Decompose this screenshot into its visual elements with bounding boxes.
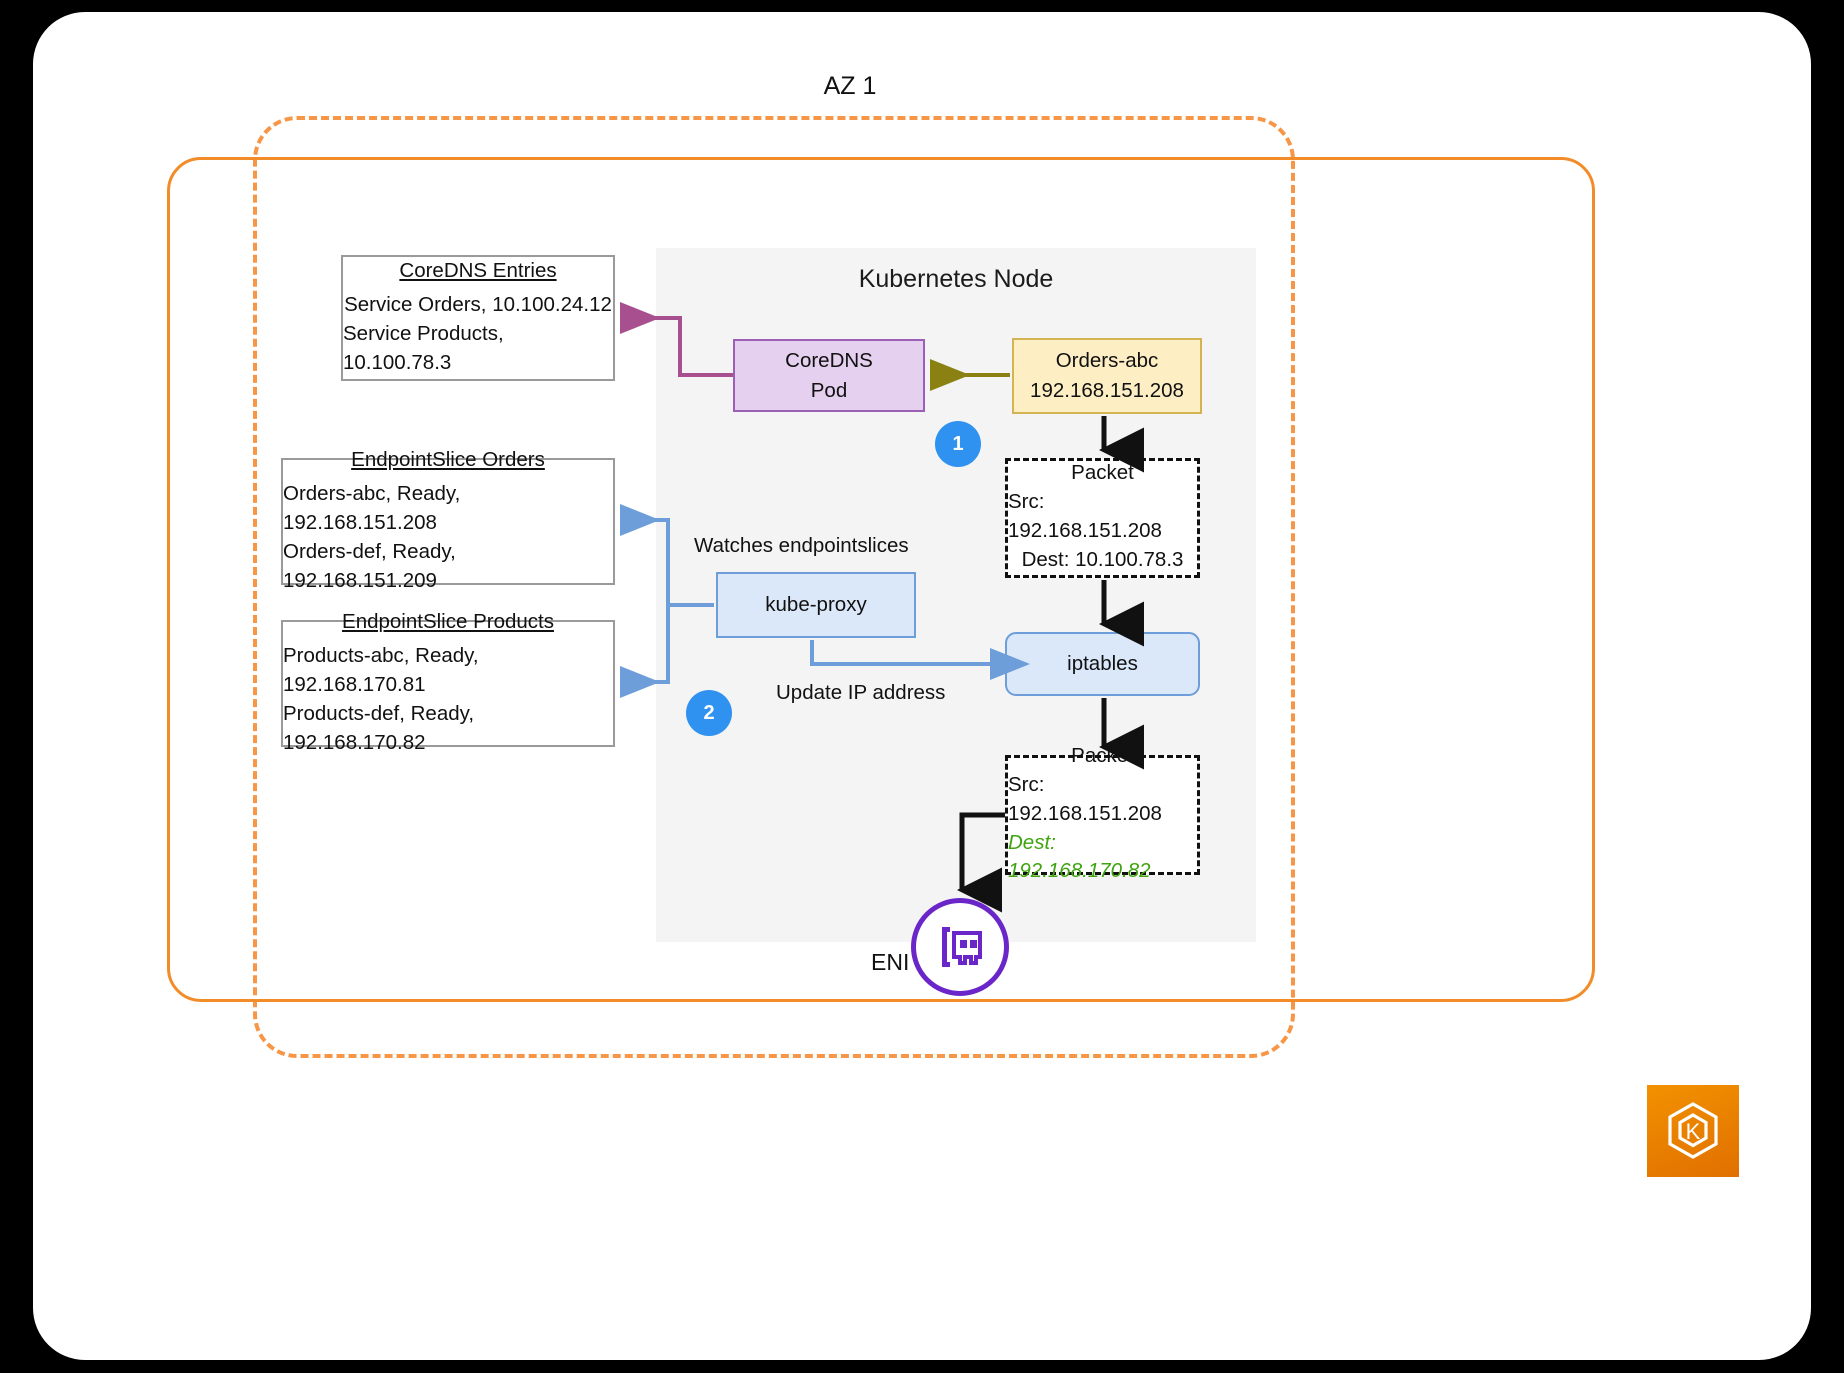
iptables-label: iptables — [1067, 652, 1138, 675]
update-ip-address-label: Update IP address — [776, 681, 946, 704]
endpointslice-products-title: EndpointSlice Products — [342, 609, 554, 633]
endpointslice-products-line-2: Products-def, Ready, 192.168.170.82 — [283, 702, 475, 755]
coredns-entries-line-1: Service Orders, 10.100.24.12 — [344, 292, 612, 316]
iptables-box: iptables — [1005, 632, 1200, 696]
endpointslice-orders-line-2: Orders-def, Ready, 192.168.151.209 — [283, 540, 456, 593]
packet-before-dest: Dest: 10.100.78.3 — [1021, 547, 1184, 571]
coredns-entries-line-2: Service Products, 10.100.78.3 — [343, 321, 504, 375]
orders-abc-pod-name: Orders-abc — [1055, 349, 1159, 373]
endpointslice-products-box: EndpointSlice Products Products-abc, Rea… — [281, 610, 615, 754]
availability-zone-boundary — [253, 116, 1295, 1058]
coredns-entries-title: CoreDNS Entries — [399, 258, 557, 282]
kubernetes-icon: K — [1668, 1102, 1718, 1159]
endpointslice-orders-box: EndpointSlice Orders Orders-abc, Ready, … — [281, 448, 615, 592]
vpc-boundary — [167, 157, 1595, 1002]
az-title: AZ 1 — [823, 72, 877, 100]
step-badge-1: 1 — [935, 421, 981, 467]
endpointslice-products-line-1: Products-abc, Ready, 192.168.170.81 — [283, 643, 479, 696]
eni-icon — [911, 898, 1009, 996]
packet-before-title: Packet — [1071, 461, 1134, 485]
orders-abc-pod-ip: 192.168.151.208 — [1030, 379, 1184, 402]
packet-before-src: Src: 192.168.151.208 — [1008, 490, 1162, 543]
endpointslice-orders-line-1: Orders-abc, Ready, 192.168.151.208 — [283, 481, 461, 534]
coredns-pod-box: CoreDNS Pod — [733, 339, 925, 412]
packet-after-nat-box: Packet Src: 192.168.151.208 Dest: 192.16… — [1005, 744, 1200, 882]
packet-after-title: Packet — [1071, 744, 1134, 768]
eni-label: ENI — [871, 949, 910, 975]
kubernetes-logo-badge: K — [1647, 1085, 1739, 1177]
kube-proxy-box: kube-proxy — [716, 572, 916, 638]
network-card-icon — [942, 927, 982, 967]
coredns-entries-box: CoreDNS Entries Service Orders, 10.100.2… — [341, 255, 615, 381]
step-badge-2: 2 — [686, 690, 732, 736]
kubernetes-node-title: Kubernetes Node — [858, 265, 1054, 293]
packet-after-dest: Dest: 192.168.170.82 — [1008, 830, 1151, 883]
endpointslice-orders-title: EndpointSlice Orders — [351, 447, 545, 471]
kubernetes-logo-letter: K — [1686, 1119, 1701, 1144]
watches-endpointslices-label: Watches endpointslices — [694, 534, 909, 557]
coredns-pod-line-2: Pod — [810, 378, 848, 402]
packet-before-nat-box: Packet Src: 192.168.151.208 Dest: 10.100… — [1005, 458, 1200, 578]
packet-after-src: Src: 192.168.151.208 — [1008, 773, 1162, 825]
orders-abc-pod-box: Orders-abc 192.168.151.208 — [1012, 338, 1202, 414]
coredns-pod-line-1: CoreDNS — [785, 348, 873, 372]
kube-proxy-label: kube-proxy — [765, 593, 867, 616]
